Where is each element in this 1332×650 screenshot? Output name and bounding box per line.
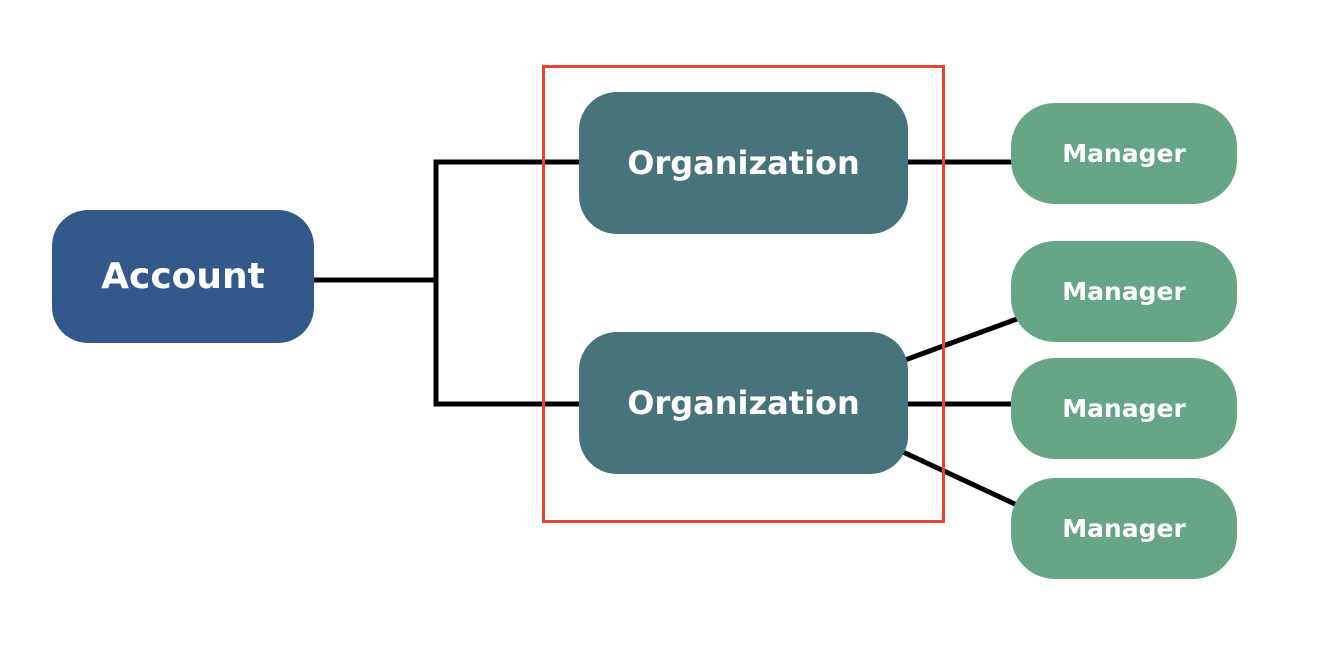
organization-node: Organization (579, 332, 908, 474)
manager-label: Manager (1062, 277, 1186, 306)
connector-org2-to-manager4 (901, 449, 1019, 508)
manager-label: Manager (1062, 139, 1186, 168)
manager-node: Manager (1011, 478, 1237, 579)
connector-lines (314, 159, 1019, 508)
organization-label: Organization (627, 384, 860, 422)
manager-node: Manager (1011, 103, 1237, 204)
manager-label: Manager (1062, 514, 1186, 543)
organization-label: Organization (627, 144, 860, 182)
organization-node: Organization (579, 92, 908, 234)
account-node: Account (52, 210, 314, 343)
connector-org2-to-manager2 (904, 316, 1018, 363)
manager-node: Manager (1011, 241, 1237, 342)
manager-node: Manager (1011, 358, 1237, 459)
manager-label: Manager (1062, 394, 1186, 423)
account-label: Account (101, 256, 265, 297)
connector-branch-to-organizations (433, 159, 580, 407)
organization-highlight-box (542, 65, 945, 523)
